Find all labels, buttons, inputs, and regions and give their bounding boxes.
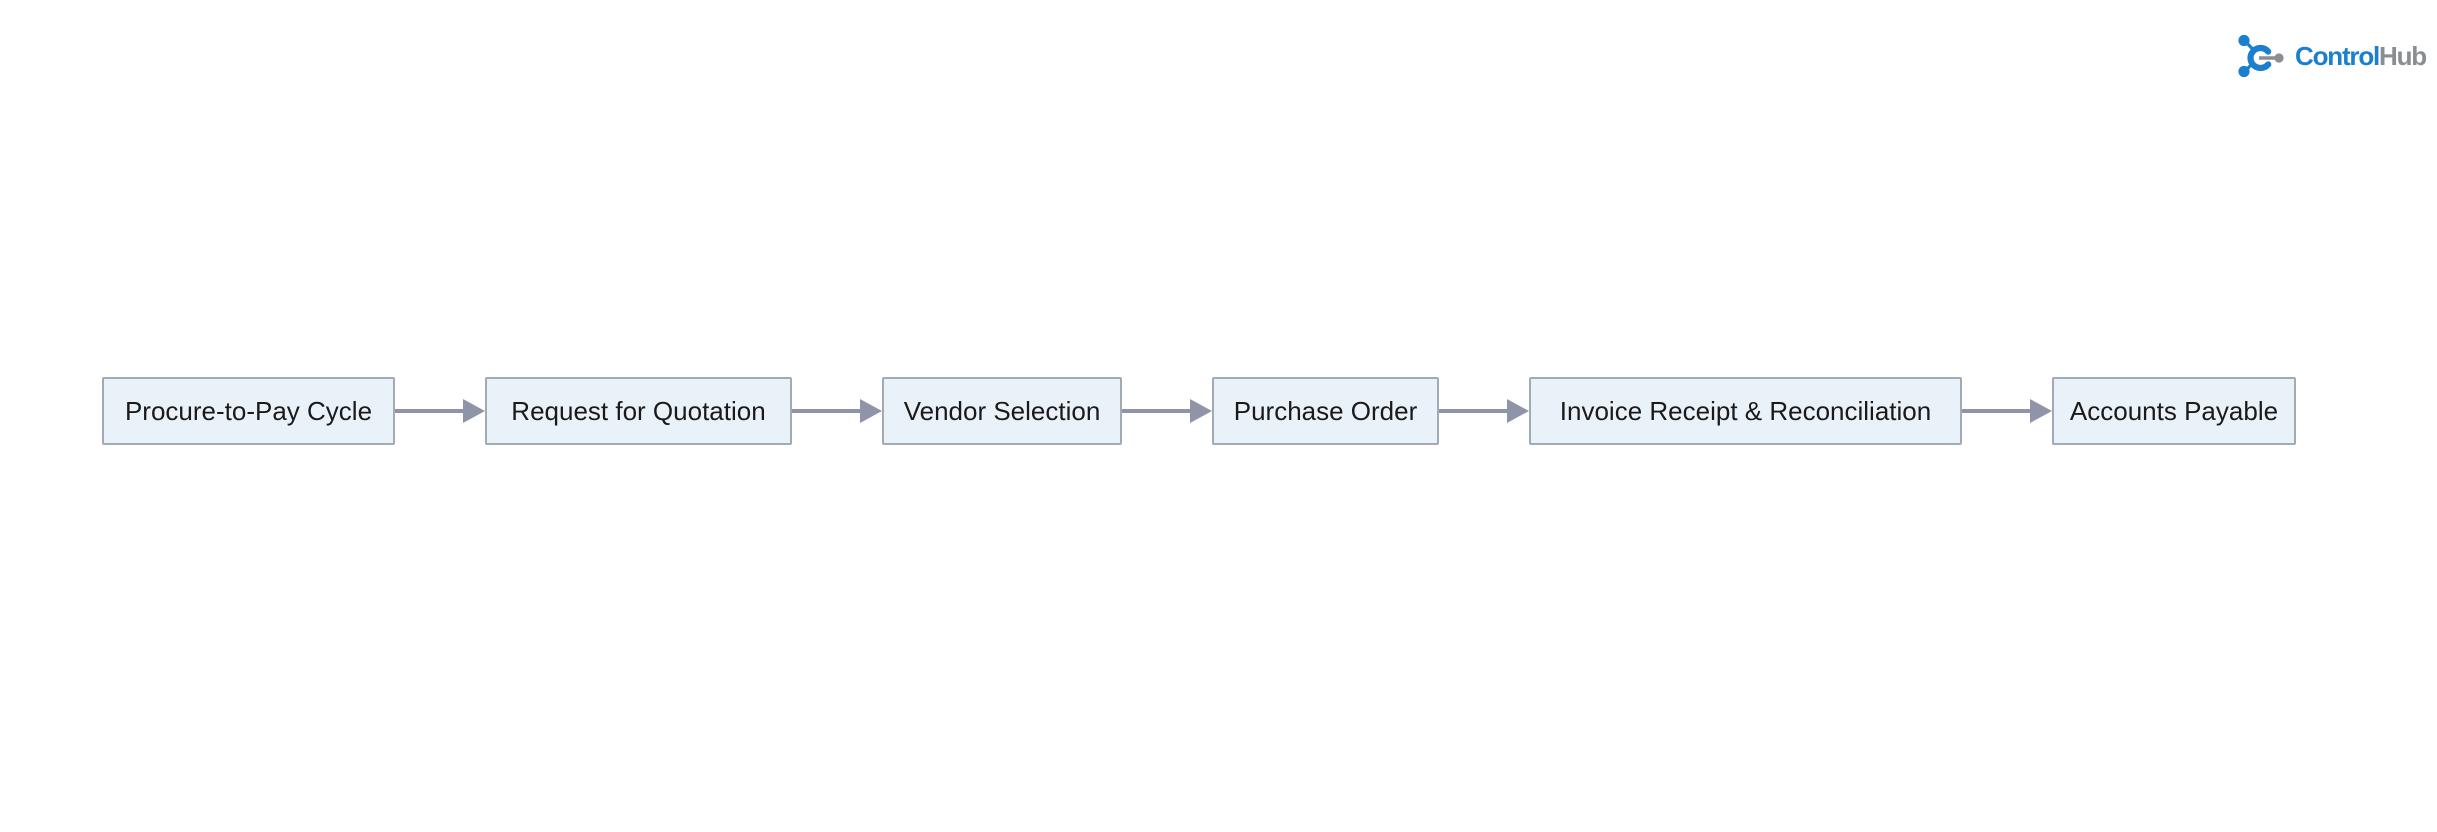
- flow-arrow: [792, 377, 882, 445]
- arrow-line: [1122, 409, 1191, 413]
- arrow-line: [1439, 409, 1508, 413]
- flow-node-vendor-selection: Vendor Selection: [882, 377, 1122, 445]
- arrow-head-icon: [463, 399, 485, 423]
- arrow-head-icon: [2030, 399, 2052, 423]
- flowchart: Procure-to-Pay Cycle Request for Quotatio…: [102, 377, 2296, 445]
- flow-node-accounts-payable: Accounts Payable: [2052, 377, 2296, 445]
- hub-network-icon: [2238, 34, 2284, 78]
- arrow-head-icon: [1190, 399, 1212, 423]
- flow-arrow: [1962, 377, 2052, 445]
- flow-node-invoice-receipt-reconciliation: Invoice Receipt & Reconciliation: [1529, 377, 1962, 445]
- flow-node-request-for-quotation: Request for Quotation: [485, 377, 792, 445]
- arrow-line: [395, 409, 464, 413]
- arrow-head-icon: [1507, 399, 1529, 423]
- arrow-head-icon: [860, 399, 882, 423]
- flow-node-purchase-order: Purchase Order: [1212, 377, 1439, 445]
- flow-arrow: [395, 377, 485, 445]
- arrow-line: [1962, 409, 2031, 413]
- arrow-line: [792, 409, 861, 413]
- logo-text-hub: Hub: [2379, 41, 2427, 71]
- flow-arrow: [1439, 377, 1529, 445]
- controlhub-logo-text: ControlHub: [2295, 41, 2427, 71]
- flow-arrow: [1122, 377, 1212, 445]
- flow-node-procure-to-pay-cycle: Procure-to-Pay Cycle: [102, 377, 395, 445]
- logo-text-control: Control: [2295, 41, 2380, 71]
- controlhub-logo: ControlHub: [2238, 34, 2427, 78]
